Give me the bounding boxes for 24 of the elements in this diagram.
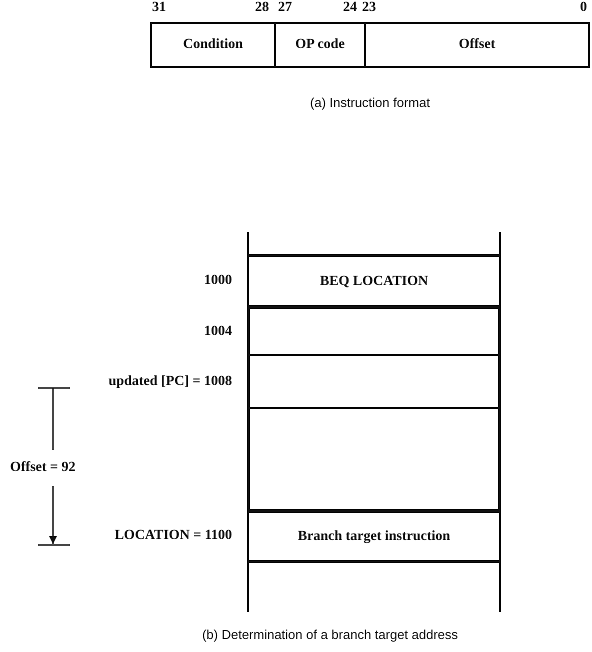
instruction-text: Branch target instruction [298,529,450,545]
address-label: 1000 [204,273,232,289]
field-label: Condition [183,37,243,53]
bit-number: 24 [343,0,357,16]
offset-label: Offset = 92 [10,460,76,476]
memory-word [248,511,500,563]
bit-number: 31 [152,0,166,16]
memory-word [248,255,500,309]
field-box [364,22,590,68]
bit-number: 0 [580,0,587,16]
bit-number: 28 [255,0,269,16]
bit-number: 27 [278,0,292,16]
field-label: OP code [295,37,345,53]
bit-number: 23 [362,0,376,16]
memory-word [248,409,500,513]
address-label: updated [PC] = 1008 [108,374,232,390]
caption: (a) Instruction format [310,95,430,110]
field-box [150,22,276,68]
field-label: Offset [458,37,496,53]
field-box [274,22,366,68]
instruction-text: BEQ LOCATION [320,274,428,290]
caption: (b) Determination of a branch target address [202,627,458,642]
address-label: 1004 [204,324,232,340]
address-label: LOCATION = 1100 [114,528,232,544]
